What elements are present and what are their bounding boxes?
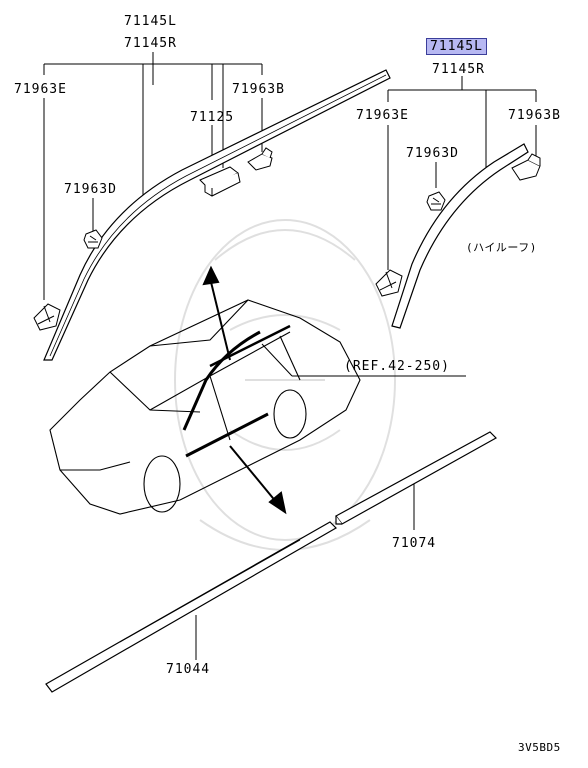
part-label-71963b-left[interactable]: 71963B xyxy=(232,82,285,97)
reference-label[interactable]: (REF.42-250) xyxy=(344,359,450,374)
high-roof-note: (ハイルーフ) xyxy=(466,241,537,254)
watermark-emblem xyxy=(174,219,396,551)
belt-molding-71044 xyxy=(45,521,337,693)
part-label-71145r[interactable]: 71145R xyxy=(124,36,177,51)
part-label-71044[interactable]: 71044 xyxy=(166,662,211,677)
part-label-71145l[interactable]: 71145L xyxy=(124,14,177,29)
part-label-71963d-left[interactable]: 71963D xyxy=(64,182,117,197)
roof-molding-left xyxy=(43,69,391,361)
part-label-71963e-left[interactable]: 71963E xyxy=(14,82,67,97)
roof-molding-right xyxy=(391,143,529,329)
roof-clip-71125 xyxy=(199,166,241,197)
part-label-71963d-right[interactable]: 71963D xyxy=(406,146,459,161)
car-body xyxy=(49,299,361,515)
clip-71963b-left xyxy=(247,147,273,171)
clip-71963b-right xyxy=(511,153,541,181)
part-label-71145r-right[interactable]: 71145R xyxy=(432,62,485,77)
clip-71963d-right xyxy=(426,191,446,211)
part-label-71125[interactable]: 71125 xyxy=(190,110,235,125)
clip-71963e-right xyxy=(375,269,403,297)
part-label-71145l-highlighted[interactable]: 71145L xyxy=(426,38,487,55)
part-label-71963b-right[interactable]: 71963B xyxy=(508,108,561,123)
clip-71963e-left xyxy=(33,303,61,331)
part-label-71074[interactable]: 71074 xyxy=(392,536,437,551)
part-label-71963e-right[interactable]: 71963E xyxy=(356,108,409,123)
diagram-code: 3V5BD5 xyxy=(518,741,561,754)
clip-71963d-left xyxy=(83,229,103,249)
belt-molding-71074 xyxy=(335,431,497,525)
